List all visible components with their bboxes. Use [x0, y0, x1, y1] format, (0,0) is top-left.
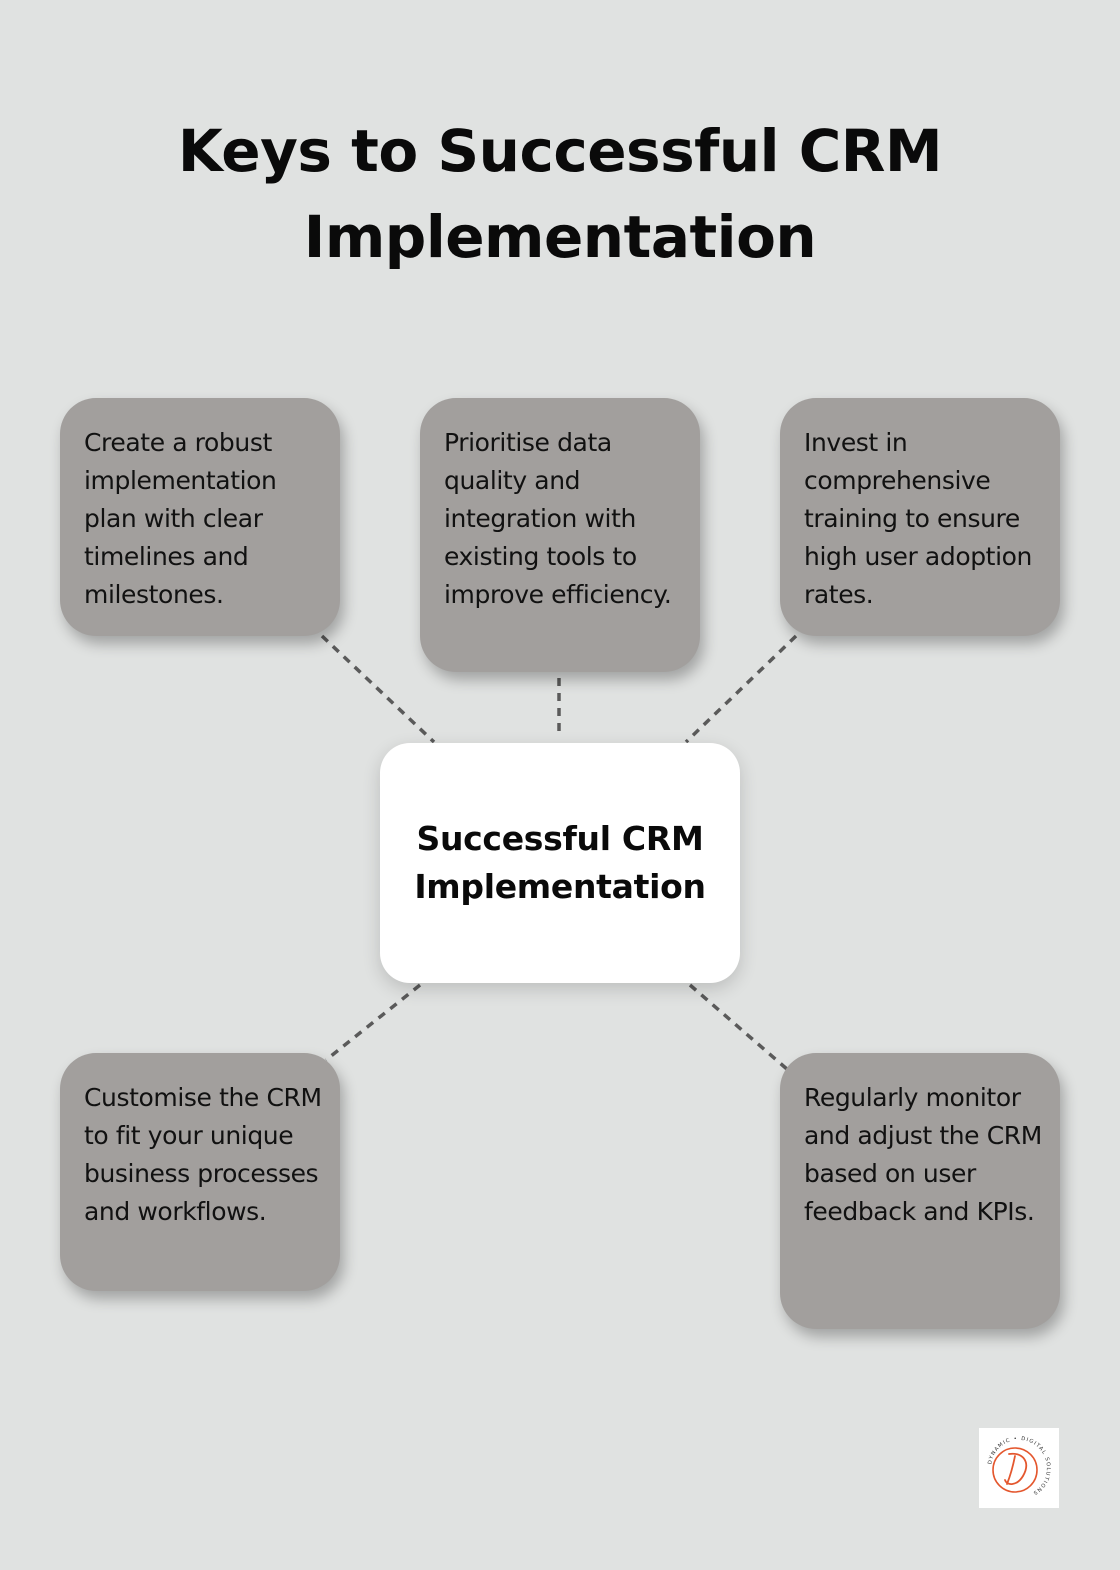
center-node-label: Successful CRM Implementation	[414, 819, 706, 906]
key-node-monitoring: Regularly monitor and adjust the CRM bas…	[780, 1053, 1060, 1329]
connector-line	[688, 983, 790, 1072]
page-title: Keys to Successful CRM Implementation	[177, 117, 943, 271]
svg-text:DYNAMIC • DIGITAL SOLUTIONS: DYNAMIC • DIGITAL SOLUTIONS	[987, 1436, 1051, 1496]
connector-line	[324, 983, 422, 1062]
connector-line	[320, 634, 436, 744]
key-node-implementation-plan: Create a robust implementation plan with…	[60, 398, 340, 636]
brand-logo: DYNAMIC • DIGITAL SOLUTIONS	[979, 1428, 1059, 1508]
key-node-customisation: Customise the CRM to fit your unique bus…	[60, 1053, 340, 1291]
connector-line	[684, 634, 798, 744]
brand-logo-icon: DYNAMIC • DIGITAL SOLUTIONS	[987, 1436, 1051, 1496]
key-node-training: Invest in comprehensive training to ensu…	[780, 398, 1060, 636]
key-node-data-quality: Prioritise data quality and integration …	[420, 398, 700, 672]
center-node: Successful CRM Implementation	[380, 743, 740, 983]
